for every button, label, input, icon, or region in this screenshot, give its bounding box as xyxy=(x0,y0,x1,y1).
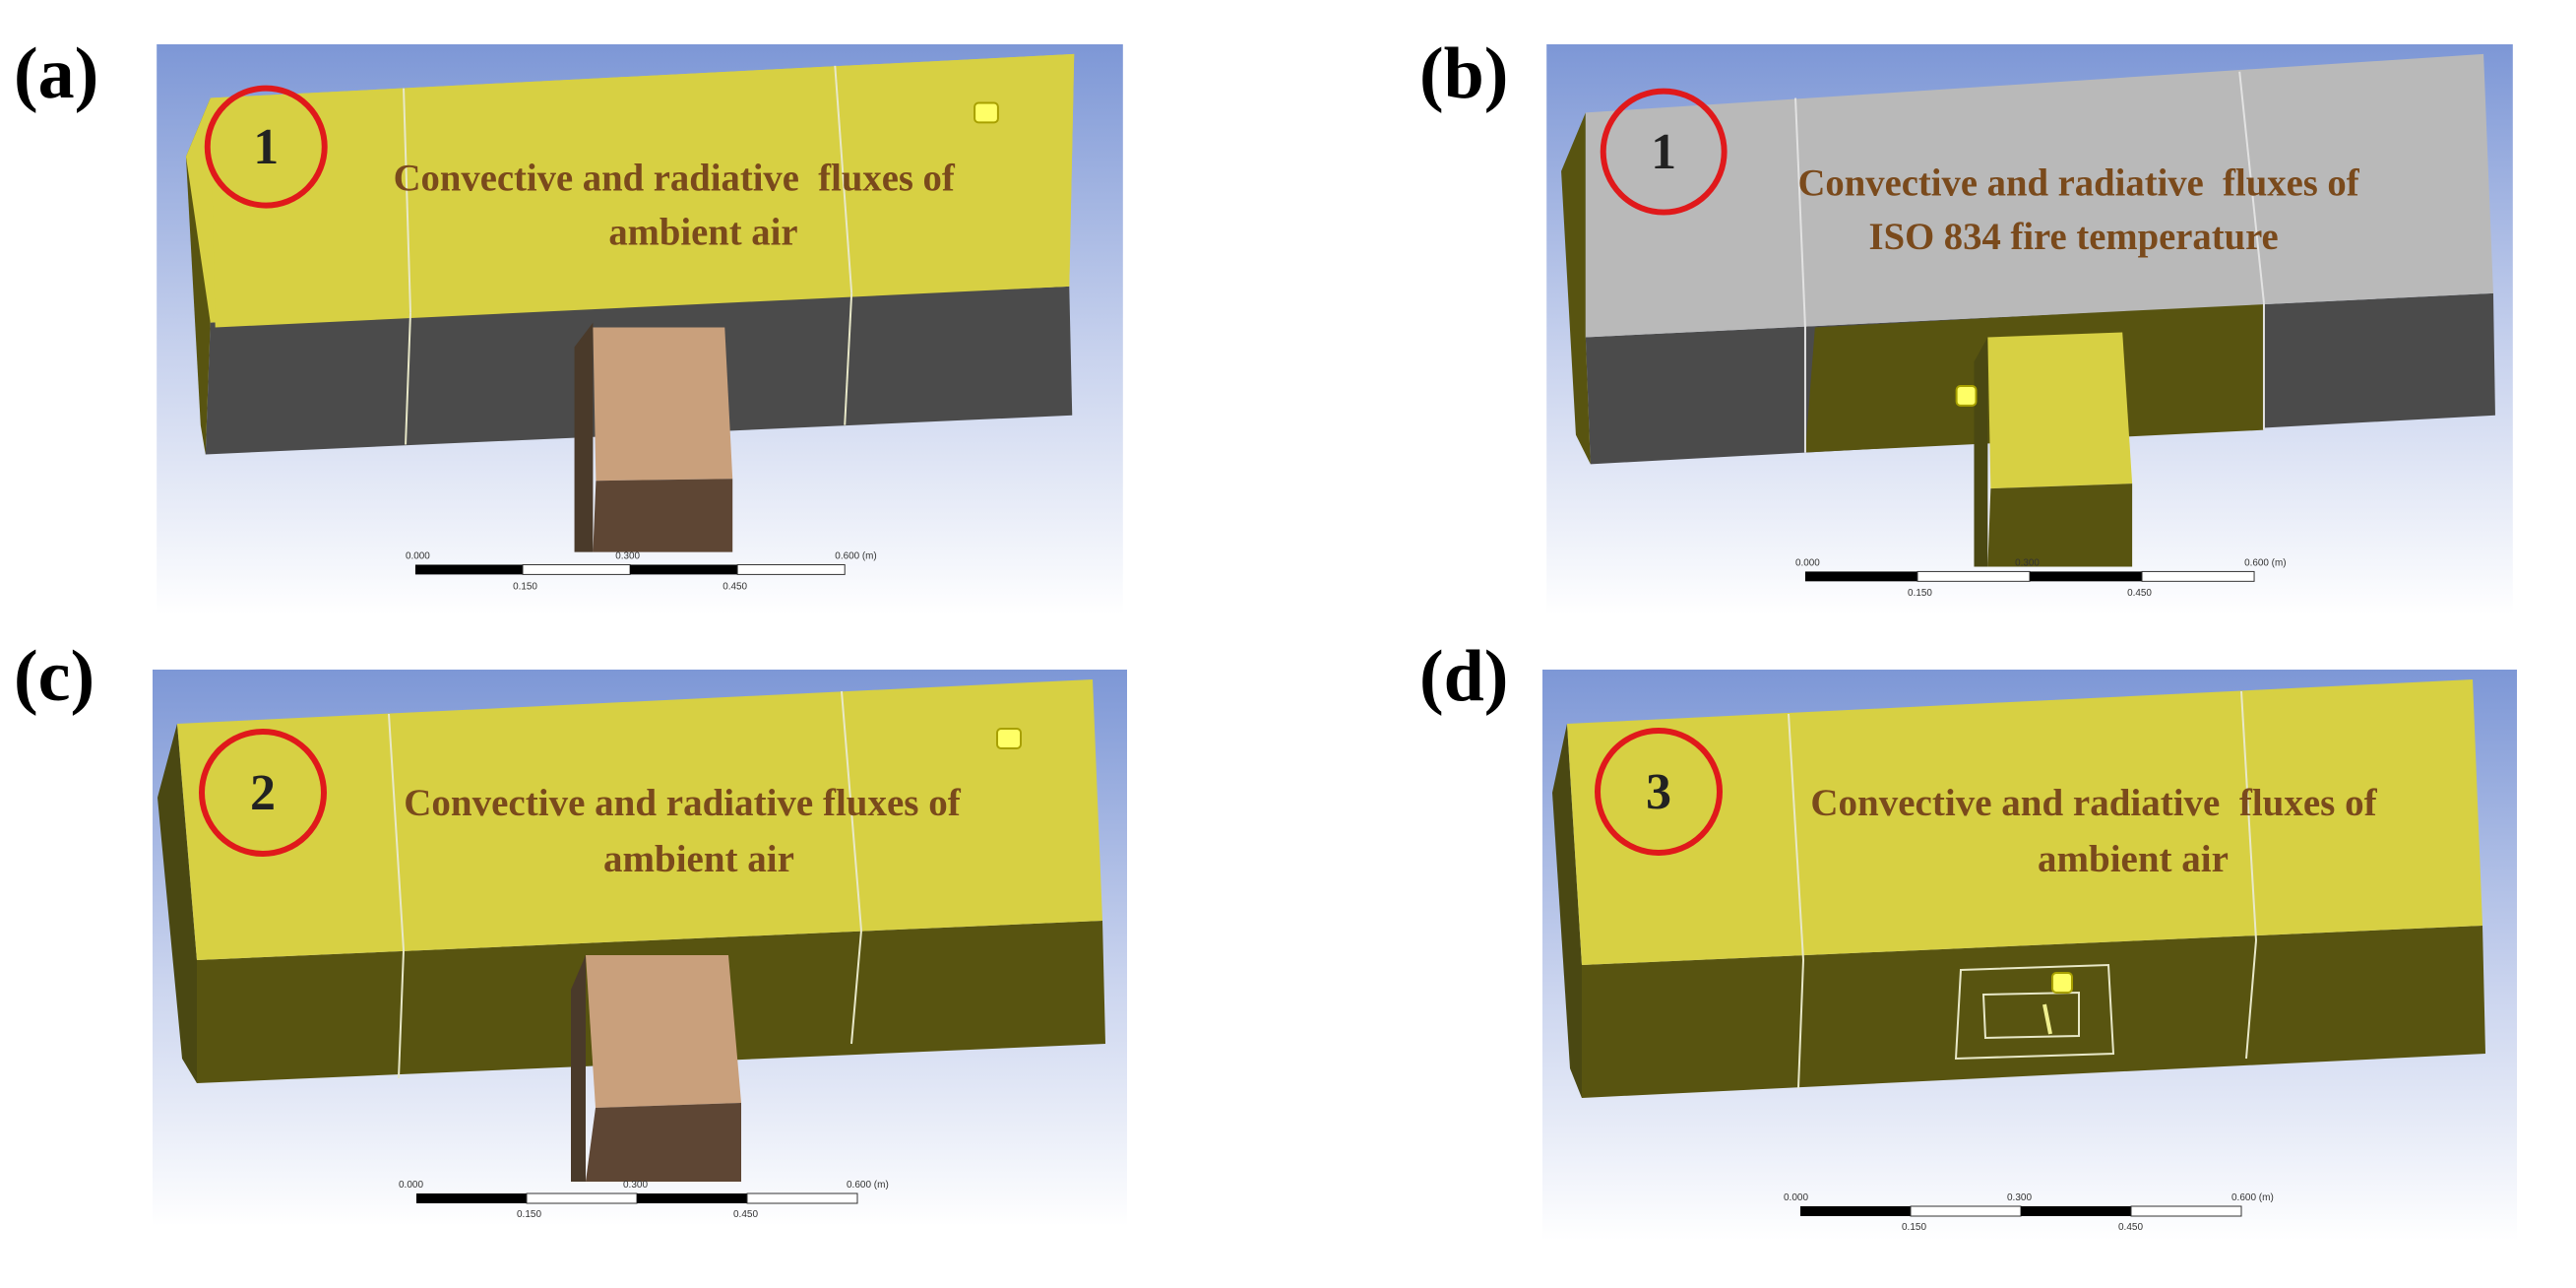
probe-marker xyxy=(974,101,999,124)
svg-text:0.300: 0.300 xyxy=(2007,1192,2032,1203)
svg-text:0.300: 0.300 xyxy=(2015,557,2040,568)
column-side xyxy=(571,955,586,1182)
column-top xyxy=(593,327,733,482)
svg-text:0.150: 0.150 xyxy=(517,1209,541,1220)
svg-text:0.450: 0.450 xyxy=(723,581,747,592)
panel-b-model: 1 Convective and radiative fluxes of ISO… xyxy=(1546,44,2513,616)
svg-text:0.600 (m): 0.600 (m) xyxy=(2244,557,2286,568)
svg-text:0.000: 0.000 xyxy=(406,551,430,562)
scale-bar: 0.000 0.300 0.600 (m) 0.150 0.450 xyxy=(406,551,877,593)
beam-top-face xyxy=(177,679,1102,960)
column-side xyxy=(1974,337,1988,567)
svg-text:0.300: 0.300 xyxy=(623,1180,648,1191)
panel-c-label: (c) xyxy=(14,636,95,717)
panel-b-viewport: 1 Convective and radiative fluxes of ISO… xyxy=(1542,44,2517,625)
probe-marker xyxy=(1955,385,1978,407)
svg-text:0.450: 0.450 xyxy=(2127,588,2152,599)
svg-text:0.150: 0.150 xyxy=(513,581,537,592)
column-top xyxy=(1987,332,2133,489)
flux-description-line1: Convective and radiative fluxes of xyxy=(1810,782,2377,824)
beam-front-face xyxy=(1582,926,2485,1098)
column-front xyxy=(593,479,733,552)
flux-description-line2: ambient air xyxy=(608,212,797,253)
panel-b-label: (b) xyxy=(1419,33,1509,114)
zone-number: 2 xyxy=(250,765,276,821)
zone-number: 1 xyxy=(253,119,279,175)
zone-circle xyxy=(1595,728,1723,856)
panel-d-label: (d) xyxy=(1419,636,1509,717)
zone-circle xyxy=(204,85,328,209)
section-lines xyxy=(403,65,853,445)
panel-a-viewport: 1 Convective and radiative fluxes of amb… xyxy=(153,44,1127,625)
beam-left-face xyxy=(1552,724,1582,1098)
beam-top-face xyxy=(1585,53,2493,338)
svg-text:0.450: 0.450 xyxy=(733,1209,758,1220)
probe-marker xyxy=(996,728,1022,749)
svg-text:0.000: 0.000 xyxy=(1795,557,1820,568)
svg-text:0.150: 0.150 xyxy=(1902,1222,1926,1233)
column-front xyxy=(1987,483,2133,567)
flux-description-line1: Convective and radiative fluxes of xyxy=(1798,163,2360,205)
beam-left-face xyxy=(157,724,197,1083)
panel-a-label: (a) xyxy=(14,33,99,114)
flux-description-line1: Convective and radiative fluxes of xyxy=(394,159,956,200)
flux-description-line2: ambient air xyxy=(603,838,794,880)
probe-marker xyxy=(2051,972,2073,994)
column-front xyxy=(586,1103,741,1182)
flux-description-line1: Convective and radiative fluxes of xyxy=(404,782,961,824)
zone-number: 3 xyxy=(1646,764,1671,820)
panel-d-viewport: 3 Convective and radiative fluxes of amb… xyxy=(1542,670,2517,1241)
beam-left-face xyxy=(1561,112,1591,465)
flux-description-line2: ISO 834 fire temperature xyxy=(1869,217,2279,258)
column-outline xyxy=(1954,963,2115,1061)
flux-description-line2: ambient air xyxy=(2038,838,2229,880)
zone-number: 1 xyxy=(1651,124,1676,180)
column-side xyxy=(574,322,594,552)
svg-text:0.000: 0.000 xyxy=(1784,1192,1808,1203)
scale-bar: 0.000 0.300 0.600 (m) 0.150 0.450 xyxy=(1795,557,2287,599)
svg-text:0.300: 0.300 xyxy=(615,551,640,562)
panel-c-viewport: 2 Convective and radiative fluxes of amb… xyxy=(153,670,1127,1226)
scale-bar: 0.000 0.300 0.600 (m) 0.150 0.450 xyxy=(399,1180,889,1220)
svg-text:0.450: 0.450 xyxy=(2118,1222,2143,1233)
panel-a-model: 1 Convective and radiative fluxes of amb… xyxy=(157,44,1123,616)
zone-circle xyxy=(1600,88,1728,216)
svg-text:0.150: 0.150 xyxy=(1908,588,1932,599)
panel-c-model: 2 Convective and radiative fluxes of amb… xyxy=(153,670,1127,1226)
panel-d-model: 3 Convective and radiative fluxes of amb… xyxy=(1542,670,2517,1241)
zone-circle xyxy=(199,729,327,857)
svg-text:0.600 (m): 0.600 (m) xyxy=(2231,1192,2274,1203)
svg-text:0.000: 0.000 xyxy=(399,1180,423,1191)
column-top xyxy=(586,955,741,1108)
svg-text:0.600 (m): 0.600 (m) xyxy=(847,1180,889,1191)
svg-text:0.600 (m): 0.600 (m) xyxy=(835,551,876,562)
scale-bar: 0.000 0.300 0.600 (m) 0.150 0.450 xyxy=(1784,1192,2274,1233)
